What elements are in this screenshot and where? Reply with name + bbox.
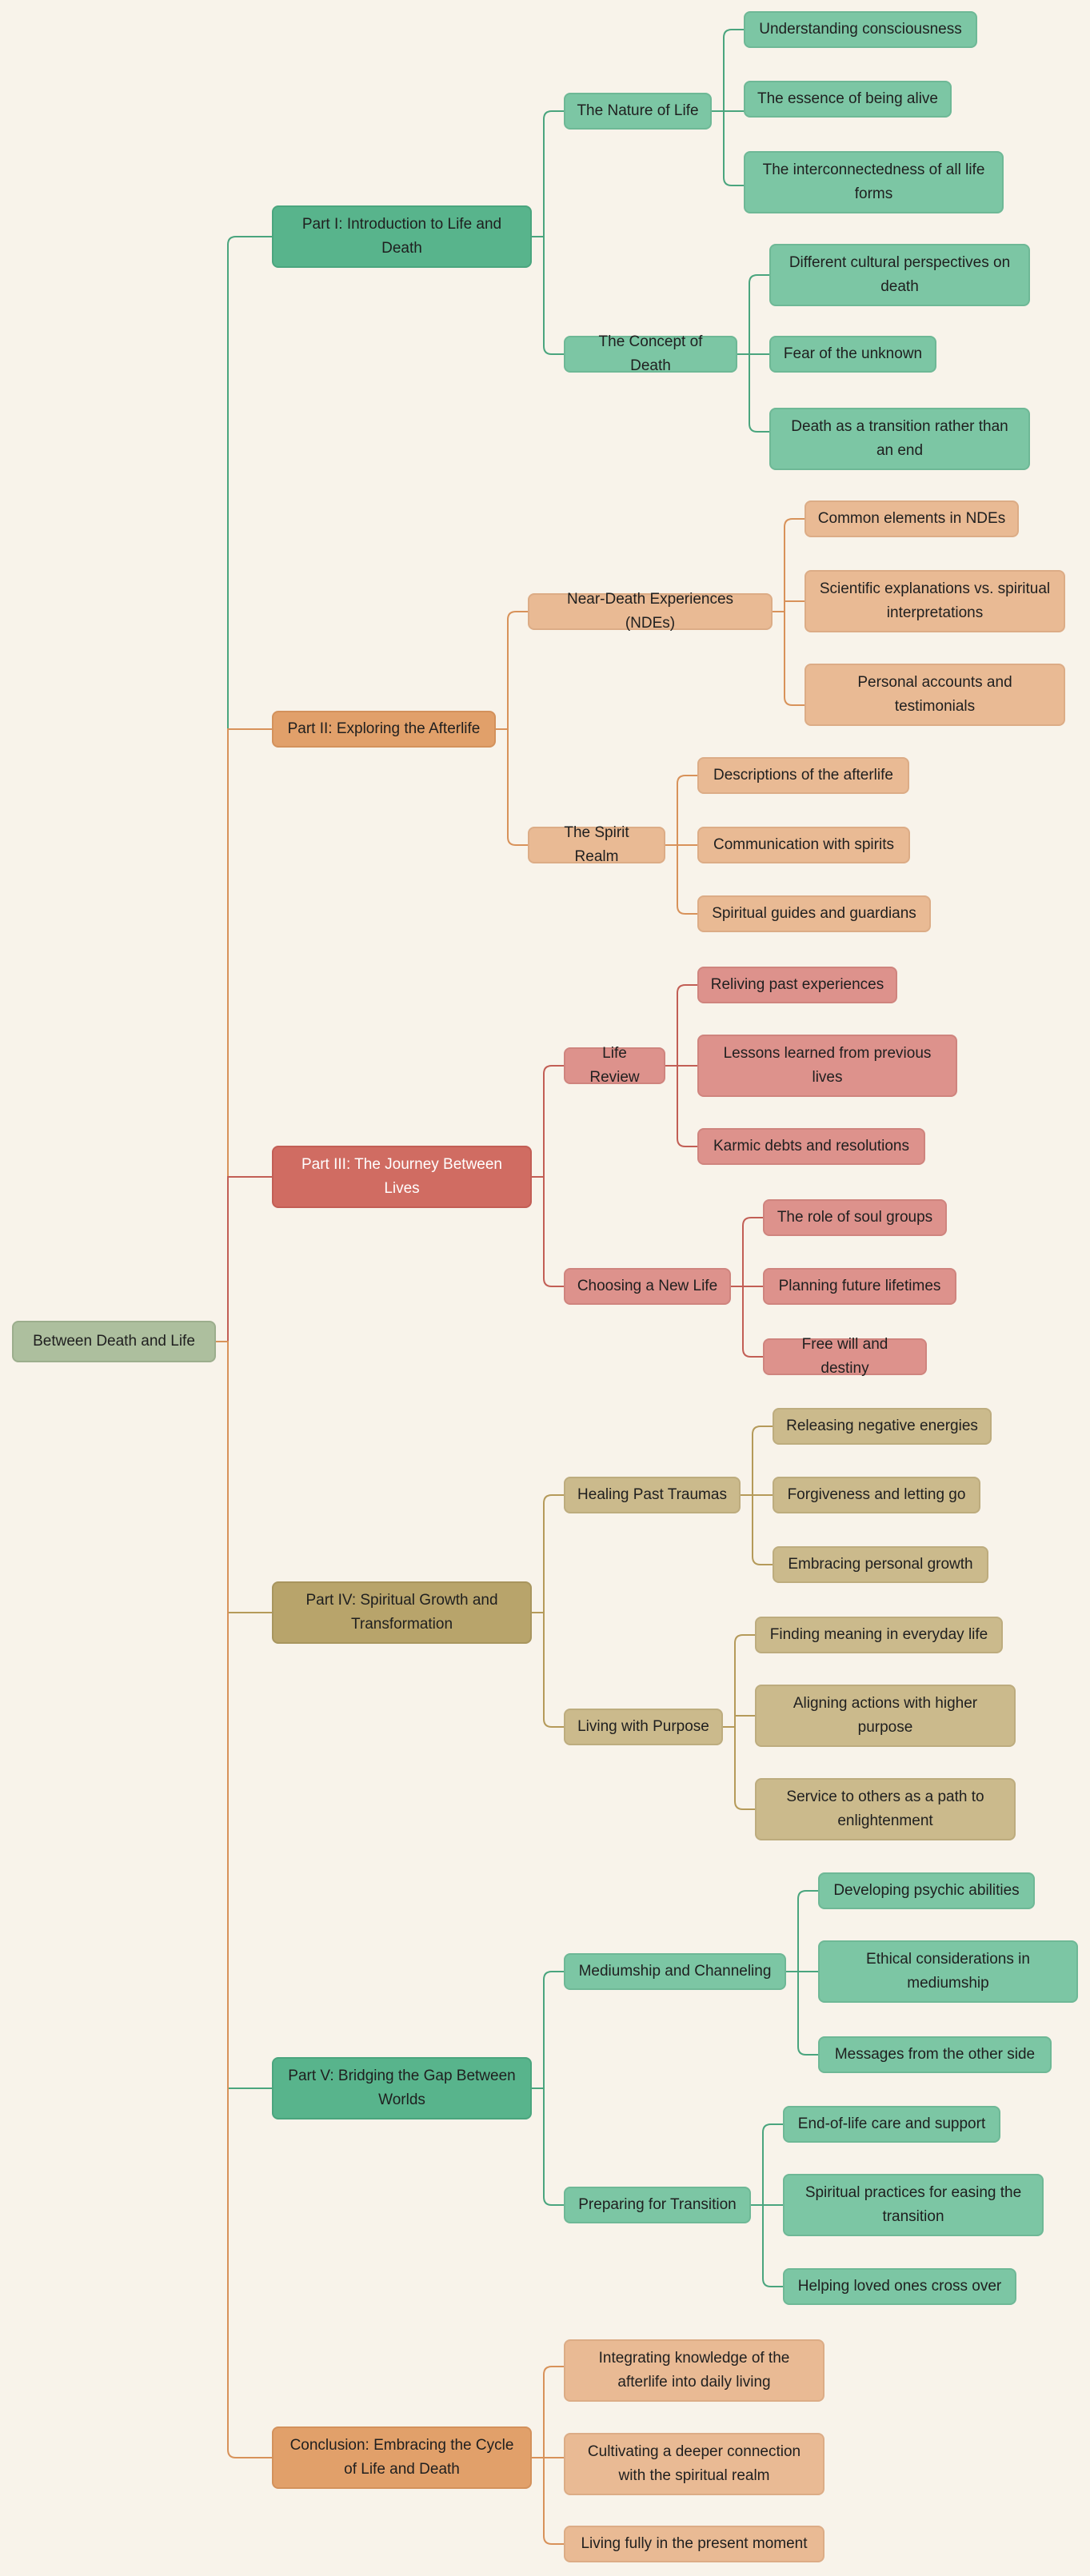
part-node-5[interactable]: Part V: Bridging the Gap Between Worlds (272, 2057, 532, 2119)
leaf-node[interactable]: Planning future lifetimes (763, 1268, 956, 1305)
leaf-node[interactable]: Ethical considerations in mediumship (818, 1940, 1078, 2003)
edge-root-part2 (216, 728, 272, 1342)
part-node-2[interactable]: Part II: Exploring the Afterlife (272, 711, 496, 748)
leaf-node[interactable]: Cultivating a deeper connection with the… (564, 2433, 824, 2495)
leaf-node[interactable]: Integrating knowledge of the afterlife i… (564, 2339, 824, 2402)
root-node[interactable]: Between Death and Life (12, 1321, 216, 1362)
edge-root-part5 (216, 1341, 272, 2089)
leaf-node[interactable]: Free will and destiny (763, 1336, 927, 1377)
edge-p4-s2 (532, 1612, 564, 1728)
section-node-life-review[interactable]: Life Review (564, 1045, 665, 1086)
leaf-node[interactable]: Understanding consciousness (744, 11, 977, 48)
edge-p5-s1 (532, 1971, 564, 2089)
leaf-node[interactable]: Scientific explanations vs. spiritual in… (805, 570, 1065, 632)
section-node-choosing-new-life[interactable]: Choosing a New Life (564, 1268, 731, 1305)
leaf-node[interactable]: End-of-life care and support (783, 2106, 1000, 2143)
edge-p2-s1 (496, 611, 528, 730)
part-node-conclusion[interactable]: Conclusion: Embracing the Cycle of Life … (272, 2426, 532, 2489)
leaf-node[interactable]: Fear of the unknown (769, 336, 936, 373)
leaf-node[interactable]: Personal accounts and testimonials (805, 664, 1065, 726)
edge-p4s2-leaves (723, 1634, 755, 1810)
leaf-node[interactable]: Living fully in the present moment (564, 2526, 824, 2562)
leaf-node[interactable]: Karmic debts and resolutions (697, 1128, 925, 1165)
section-node-spirit-realm[interactable]: The Spirit Realm (528, 824, 665, 865)
edge-p2s2-leaves (665, 775, 697, 915)
edge-p4-s1 (532, 1494, 564, 1613)
edge-p3-s2 (532, 1176, 564, 1287)
edge-p1-s1 (532, 110, 564, 237)
leaf-node[interactable]: Finding meaning in everyday life (755, 1617, 1003, 1653)
edge-p6-items (532, 2366, 564, 2545)
edge-p3s2-leaves (731, 1217, 763, 1358)
leaf-node[interactable]: Helping loved ones cross over (783, 2268, 1016, 2305)
edge-root-part4 (216, 1341, 272, 1613)
leaf-node[interactable]: Spiritual practices for easing the trans… (783, 2174, 1044, 2236)
edge-p1-s2 (532, 236, 564, 355)
edge-p3s1-leaves (665, 984, 697, 1147)
leaf-node[interactable]: Different cultural perspectives on death (769, 244, 1030, 306)
section-node-nature-of-life[interactable]: The Nature of Life (564, 93, 712, 130)
leaf-node[interactable]: Descriptions of the afterlife (697, 757, 909, 794)
leaf-node[interactable]: Releasing negative energies (773, 1408, 992, 1445)
section-node-living-with-purpose[interactable]: Living with Purpose (564, 1709, 723, 1745)
edge-p5s2-leaves (751, 2123, 783, 2287)
section-node-ndes[interactable]: Near-Death Experiences (NDEs) (528, 591, 773, 632)
leaf-node[interactable]: Aligning actions with higher purpose (755, 1685, 1016, 1747)
leaf-node[interactable]: Forgiveness and letting go (773, 1477, 980, 1513)
leaf-node[interactable]: Spiritual guides and guardians (697, 895, 931, 932)
leaf-node[interactable]: Reliving past experiences (697, 967, 897, 1003)
section-node-healing-past-traumas[interactable]: Healing Past Traumas (564, 1477, 741, 1513)
edge-p3-s1 (532, 1065, 564, 1178)
leaf-node[interactable]: The interconnectedness of all life forms (744, 151, 1004, 213)
leaf-node[interactable]: Embracing personal growth (773, 1546, 988, 1583)
edge-p2s1-leaves (773, 518, 805, 706)
section-node-concept-of-death[interactable]: The Concept of Death (564, 333, 737, 374)
section-node-preparing-for-transition[interactable]: Preparing for Transition (564, 2187, 751, 2223)
part-node-1[interactable]: Part I: Introduction to Life and Death (272, 205, 532, 268)
leaf-node[interactable]: Messages from the other side (818, 2036, 1052, 2073)
edge-p1s2-leaves (737, 274, 769, 433)
edge-root-part3 (216, 1176, 272, 1342)
leaf-node[interactable]: Lessons learned from previous lives (697, 1035, 957, 1097)
leaf-node[interactable]: The role of soul groups (763, 1199, 947, 1236)
edge-p2-s2 (496, 728, 528, 846)
leaf-node[interactable]: The essence of being alive (744, 81, 952, 118)
leaf-node[interactable]: Service to others as a path to enlighten… (755, 1778, 1016, 1840)
section-node-mediumship[interactable]: Mediumship and Channeling (564, 1953, 786, 1990)
leaf-node[interactable]: Developing psychic abilities (818, 1872, 1035, 1909)
edge-root-part1 (216, 236, 272, 1342)
edge-p5-s2 (532, 2088, 564, 2206)
part-node-3[interactable]: Part III: The Journey Between Lives (272, 1146, 532, 1208)
part-node-4[interactable]: Part IV: Spiritual Growth and Transforma… (272, 1581, 532, 1644)
edge-root-part6 (216, 1341, 272, 2458)
edge-p5s1-leaves (786, 1890, 818, 2056)
leaf-node[interactable]: Common elements in NDEs (805, 500, 1019, 537)
leaf-node[interactable]: Death as a transition rather than an end (769, 408, 1030, 470)
leaf-node[interactable]: Communication with spirits (697, 827, 910, 863)
edge-p1s1-leaves (712, 29, 744, 186)
edge-p4s1-leaves (741, 1426, 773, 1565)
